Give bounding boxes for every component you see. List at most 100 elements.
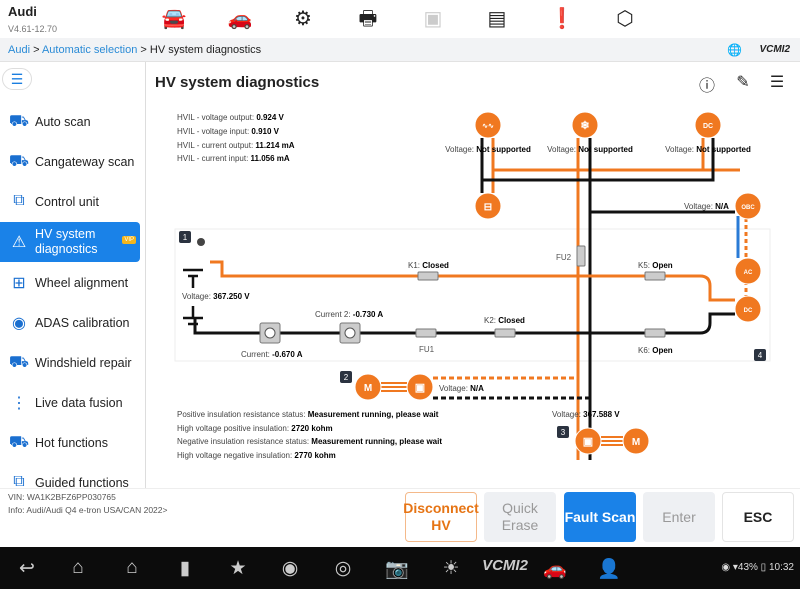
hv-negative-upper-wire (480, 138, 735, 460)
menu-toggle-icon[interactable]: ☰ (2, 68, 32, 90)
sidebar-item-cangateway-scan[interactable]: ⛟Cangateway scan (0, 142, 140, 182)
ac-charge-port-node[interactable] (734, 257, 762, 285)
insulation-readouts: Positive insulation resistance status: M… (177, 410, 442, 460)
sidebar-item-live-data-fusion[interactable]: ⋮Live data fusion (0, 383, 140, 423)
recent-apps-icon[interactable]: ▮ (179, 558, 191, 579)
zone-badge-4 (754, 349, 766, 361)
dc-charge-port-node[interactable] (734, 295, 762, 323)
ac-compressor-node[interactable] (571, 111, 599, 139)
quick-erase-button[interactable]: Quick Erase (484, 492, 556, 542)
favorites-icon[interactable]: ★ (229, 558, 247, 579)
sidebar-item-control-unit[interactable]: ⧉ Control unit (0, 182, 140, 222)
obc-voltage: Voltage: N/A (684, 202, 729, 211)
action-bar: VIN: WA1K2BFZ6PP030765 Info: Audi/Audi Q… (0, 488, 800, 547)
hv-battery-icon (183, 268, 203, 326)
sidebar-item-wheel-alignment[interactable]: ⊞Wheel alignment (0, 263, 140, 303)
disconnect-hv-button[interactable]: Disconnect HV (403, 492, 479, 542)
vin-text: VIN: WA1K2BFZ6PP030765 (8, 492, 116, 502)
zone-badge-3-text: 3 (561, 428, 566, 437)
fu2-fuse[interactable] (576, 245, 586, 267)
control-unit-icon: ⧉ (13, 192, 25, 209)
user-profile-icon[interactable]: ⬡ (616, 8, 634, 30)
breadcrumb-sep: > (30, 44, 42, 56)
guided-functions-icon: ⧉ (13, 473, 25, 488)
help-disabled-icon: ▣ (423, 8, 443, 30)
hvil-readouts: HVIL - voltage output: 0.924 V HVIL - vo… (177, 113, 295, 163)
fan-icon: ❄ (580, 120, 589, 132)
k1-contactor[interactable] (417, 271, 439, 281)
k2-label: K2: Closed (484, 316, 525, 325)
dcdc-converter-node[interactable] (694, 111, 722, 139)
k6-label: K6: Open (638, 346, 673, 355)
esc-button[interactable]: ESC (722, 492, 794, 542)
k2-contactor[interactable] (494, 328, 516, 338)
breadcrumb-audi[interactable]: Audi (8, 44, 31, 56)
sidebar-item-label: Live data fusion (35, 396, 123, 410)
settings-gear-icon[interactable]: ⚙ (294, 8, 312, 30)
remote-diagnostics-icon[interactable]: 🚘 (161, 8, 187, 30)
k5-contactor[interactable] (644, 271, 666, 281)
windshield-icon: ⛟ (8, 354, 30, 371)
breadcrumb-automatic-selection[interactable]: Automatic selection (41, 44, 138, 56)
feedback-alert-icon[interactable]: ❗ (549, 8, 575, 30)
brightness-icon[interactable]: ☀ (442, 558, 460, 579)
hvil-current-output: HVIL - current output: 11.214 mA (177, 141, 295, 150)
browser-icon[interactable]: ◎ (334, 558, 352, 579)
k6-contactor[interactable] (644, 328, 666, 338)
vehicle-connected-icon[interactable]: 🚗 (543, 559, 567, 580)
remote-expert-icon[interactable]: 👤 (597, 559, 621, 580)
vci-status-icon[interactable]: VCMI2 (482, 557, 528, 574)
launcher-home-icon[interactable]: ⌂ (126, 557, 138, 578)
sidebar-item-label: Hot functions (35, 436, 108, 450)
home-icon[interactable]: ⌂ (72, 557, 84, 578)
k1-label: K1: Closed (408, 261, 449, 270)
back-icon[interactable]: ↩ (19, 558, 35, 579)
current-2-readout: Current 2: -0.730 A (315, 310, 383, 319)
top-toolbar: Audi V4.61-12.70 🚘 🚗 ⚙ 🖶 ▣ ▤ ❗ ⬡ (0, 0, 800, 38)
battery-voltage: Voltage: 367.250 V (182, 292, 250, 301)
enter-button[interactable]: Enter (643, 492, 715, 542)
fu1-fuse[interactable] (415, 328, 437, 338)
rear-motor-node[interactable] (622, 427, 650, 455)
sidebar-item-label: Control unit (35, 195, 99, 209)
front-motor-voltage: Voltage: N/A (439, 384, 484, 393)
neg-insulation-status: Negative insulation resistance status: M… (177, 437, 442, 446)
obc-node[interactable] (734, 192, 762, 220)
k5-label: K5: Open (638, 261, 673, 270)
print-icon[interactable]: 🖶 (358, 8, 378, 30)
tap-hand-icon[interactable] (197, 238, 205, 246)
hv-positive-bus (210, 260, 735, 302)
motor-icon: M (632, 437, 640, 448)
zone-badge-1 (179, 231, 191, 243)
voice-icon[interactable]: ◉ (281, 558, 299, 579)
sidebar-item-windshield-repair[interactable]: ⛟Windshield repair (0, 343, 140, 383)
rear-inverter-node[interactable] (574, 427, 602, 455)
save-data-icon[interactable]: ▤ (487, 8, 507, 30)
pos-insulation-value: High voltage positive insulation: 2720 k… (177, 424, 333, 433)
fault-scan-button[interactable]: Fault Scan (564, 492, 636, 542)
help-icon[interactable]: ⓘ (698, 78, 715, 95)
list-menu-icon[interactable]: ☰ (769, 74, 785, 91)
front-motor-node[interactable] (354, 373, 382, 401)
heater-voltage: Voltage: Not supported (445, 145, 531, 154)
sidebar-item-guided-functions[interactable]: ⧉Guided functions (0, 463, 140, 488)
zone-badge-4-text: 4 (758, 351, 763, 360)
vehicle-swap-icon[interactable]: 🚗 (227, 8, 253, 30)
hvil-current-input: HVIL - current input: 11.056 mA (177, 154, 290, 163)
sidebar-item-label: ADAS calibration (35, 316, 130, 330)
dc-plug-icon: DC (744, 308, 753, 314)
sidebar-item-label: HV system diagnostics (35, 227, 98, 256)
status-area: ◉ ▾43% ▯ 10:32 (721, 562, 794, 573)
battery-heater-node[interactable] (474, 192, 502, 220)
front-inverter-node[interactable] (406, 373, 434, 401)
edit-pencil-icon[interactable]: ✎ (736, 74, 750, 91)
sidebar-item-auto-scan[interactable]: ⛟Auto scan (0, 102, 140, 142)
ptc-heater-node[interactable] (474, 111, 502, 139)
camera-icon[interactable]: 📷 (385, 559, 409, 580)
sidebar-item-adas-calibration[interactable]: ◉ADAS calibration (0, 303, 140, 343)
sidebar-item-hot-functions[interactable]: ⛟Hot functions (0, 423, 140, 463)
vehicle-info-link[interactable]: Info: Audi/Audi Q4 e-tron USA/CAN 2022> (8, 505, 168, 515)
motor-icon: M (364, 383, 372, 394)
battery-level: 43% (737, 562, 758, 573)
